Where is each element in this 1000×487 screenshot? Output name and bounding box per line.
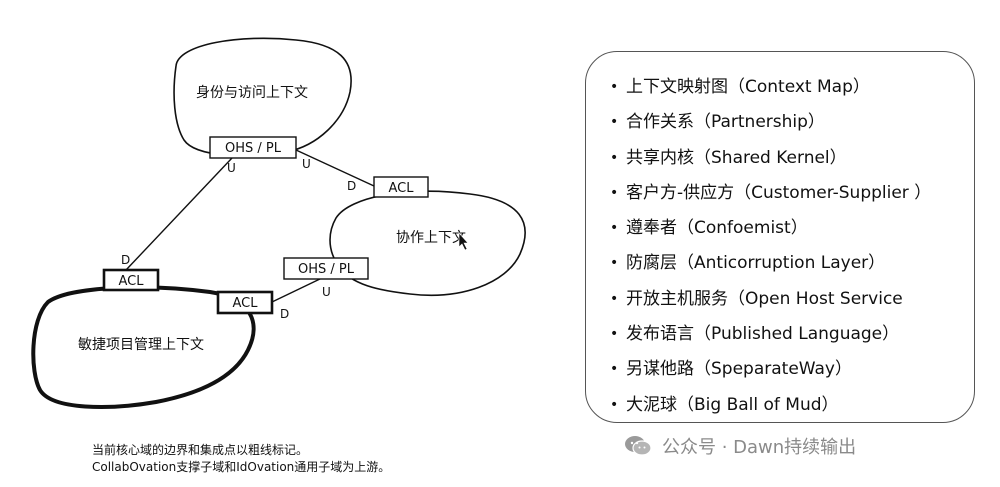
- list-item: •发布语言（Published Language）: [610, 319, 931, 354]
- list-item: •客户方-供应方（Customer-Supplier ）: [610, 178, 931, 213]
- line-identity-agile: [125, 157, 233, 271]
- downstream-label: D: [121, 253, 130, 267]
- svg-text:OHS / PL: OHS / PL: [298, 262, 355, 277]
- acl-collab-box: ACL: [373, 176, 429, 198]
- line-collab-agile: [271, 277, 323, 303]
- pattern-list: •上下文映射图（Context Map） •合作关系（Partnership） …: [610, 72, 931, 425]
- watermark-text: 公众号 · Dawn持续输出: [662, 437, 857, 458]
- watermark: 公众号 · Dawn持续输出: [624, 428, 856, 464]
- bullet-icon: •: [610, 114, 619, 131]
- list-item: •另谋他路（SpeparateWay）: [610, 354, 931, 389]
- cursor-icon: [458, 232, 469, 251]
- bullet-icon: •: [610, 149, 619, 166]
- bullet-icon: •: [610, 290, 619, 307]
- ohs-pl-identity-box: OHS / PL: [209, 136, 297, 159]
- acl-agile-top-box: ACL: [102, 268, 160, 292]
- list-item: •遵奉者（Confoemist）: [610, 213, 931, 248]
- agile-context-blob: [31, 285, 256, 409]
- svg-text:ACL: ACL: [389, 181, 415, 196]
- ohs-pl-collab-box: OHS / PL: [283, 257, 369, 280]
- list-item: •共享内核（Shared Kernel）: [610, 143, 931, 178]
- list-item: •防腐层（Anticorruption Layer）: [610, 248, 931, 283]
- diagram-caption: 当前核心域的边界和集成点以粗线标记。 CollabOvation支撑子域和IdO…: [92, 442, 390, 476]
- pattern-list-panel: •上下文映射图（Context Map） •合作关系（Partnership） …: [585, 51, 975, 423]
- agile-context-label: 敏捷项目管理上下文: [78, 337, 204, 353]
- bullet-icon: •: [610, 326, 619, 343]
- upstream-label: U: [302, 157, 311, 171]
- upstream-label: U: [227, 161, 236, 175]
- line-identity-collab: [295, 149, 375, 187]
- bullet-icon: •: [610, 361, 619, 378]
- bullet-icon: •: [610, 79, 619, 95]
- list-item: •合作关系（Partnership）: [610, 107, 931, 142]
- svg-text:OHS / PL: OHS / PL: [225, 141, 282, 156]
- caption-line: 当前核心域的边界和集成点以粗线标记。: [92, 443, 309, 457]
- downstream-label: D: [280, 307, 289, 321]
- bullet-icon: •: [610, 396, 619, 413]
- list-item: •大泥球（Big Ball of Mud）: [610, 390, 931, 425]
- upstream-label: U: [322, 285, 331, 299]
- list-item: •上下文映射图（Context Map）: [610, 72, 931, 107]
- identity-context-label: 身份与访问上下文: [196, 85, 308, 101]
- bullet-icon: •: [610, 220, 619, 237]
- downstream-label: D: [347, 179, 356, 193]
- svg-text:ACL: ACL: [233, 296, 259, 311]
- acl-agile-right-box: ACL: [216, 290, 274, 315]
- svg-text:ACL: ACL: [119, 274, 145, 289]
- list-item: •开放主机服务（Open Host Service: [610, 284, 931, 319]
- wechat-icon: [625, 436, 652, 456]
- bullet-icon: •: [610, 184, 619, 201]
- identity-context-blob: [173, 37, 352, 157]
- caption-line: CollabOvation支撑子域和IdOvation通用子域为上游。: [92, 460, 391, 474]
- collab-context-label: 协作上下文: [396, 230, 466, 246]
- bullet-icon: •: [610, 255, 619, 272]
